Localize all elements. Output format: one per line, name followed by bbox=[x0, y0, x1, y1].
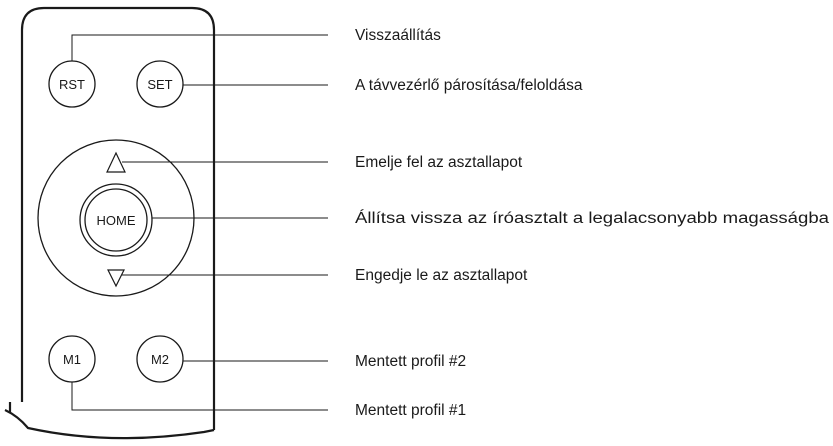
profile2-label: Mentett profil #2 bbox=[355, 353, 466, 370]
reset-label: Visszaállítás bbox=[355, 27, 441, 44]
set-button[interactable]: SET bbox=[136, 60, 184, 108]
rst-button[interactable]: RST bbox=[48, 60, 96, 108]
profile1-label: Mentett profil #1 bbox=[355, 402, 466, 419]
remote-body-outline bbox=[20, 6, 216, 430]
m1-button[interactable]: M1 bbox=[48, 335, 96, 383]
remote-body-bottom bbox=[4, 409, 215, 440]
down-arrow-icon[interactable] bbox=[107, 269, 125, 288]
home-button-label: HOME bbox=[97, 213, 136, 228]
m2-button[interactable]: M2 bbox=[136, 335, 184, 383]
raise-label: Emelje fel az asztallapot bbox=[355, 154, 523, 171]
reset-leader-line bbox=[71, 34, 328, 61]
pair-label: A távvezérlő párosítása/feloldása bbox=[355, 77, 583, 94]
lower-label: Engedje le az asztallapot bbox=[355, 267, 528, 284]
set-button-label: SET bbox=[147, 77, 172, 92]
profile1-leader-line bbox=[71, 382, 328, 411]
home-button[interactable]: HOME bbox=[79, 183, 153, 257]
home-label: Állítsa vissza az íróasztalt a legalacso… bbox=[355, 210, 829, 227]
rst-button-label: RST bbox=[59, 77, 85, 92]
m2-button-label: M2 bbox=[151, 352, 169, 367]
m1-button-label: M1 bbox=[63, 352, 81, 367]
up-arrow-icon[interactable] bbox=[106, 151, 126, 173]
